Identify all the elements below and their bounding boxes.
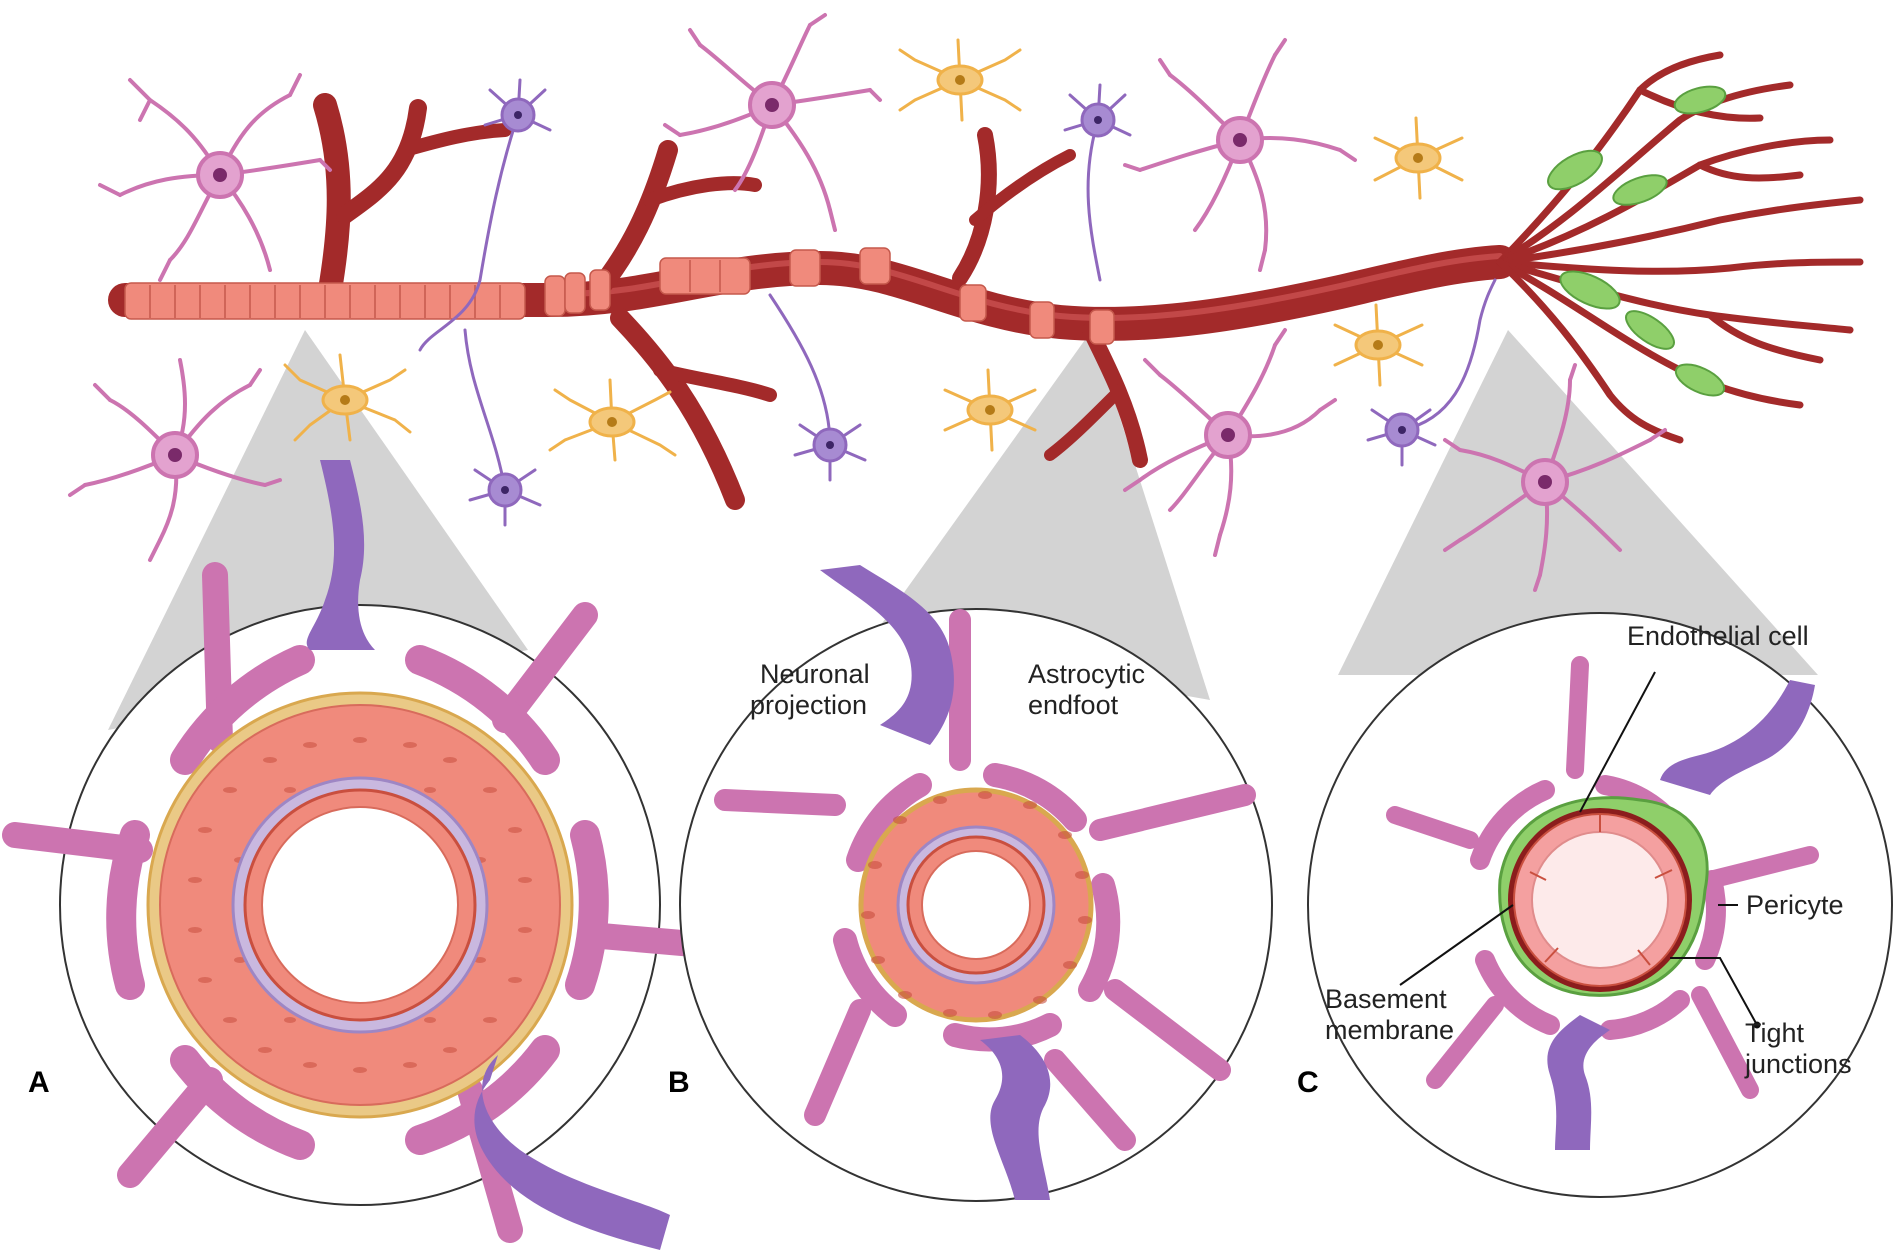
astrocyte-processes-c — [1386, 656, 1819, 1099]
neuronal-projection-c-top — [1660, 680, 1815, 795]
label-astrocytic-endfoot: Astrocytic endfoot — [1028, 659, 1153, 720]
neuronal-projection-b-top — [820, 565, 954, 745]
panel-b: B Neuronal projection Astrocytic endfoot — [668, 565, 1273, 1202]
microglia-cell — [1333, 303, 1424, 387]
vessel-branch — [969, 149, 1076, 226]
label-tight-junctions: Tight junctions — [1744, 1018, 1852, 1079]
vessel-branch — [336, 99, 427, 224]
vessel-branch — [643, 176, 762, 207]
label-endothelial-cell: Endothelial cell — [1627, 621, 1809, 651]
tight-junction-marks — [1529, 814, 1673, 966]
panel-letter-c: C — [1297, 1066, 1319, 1099]
panel-a: A — [2, 460, 718, 1250]
leader-dot — [1753, 1021, 1761, 1029]
microglia-cell — [283, 353, 412, 442]
vessel-branch — [398, 123, 512, 157]
label-pericyte: Pericyte — [1746, 890, 1844, 920]
neuron-cell — [1366, 278, 1497, 467]
astrocyte-processes-b — [714, 609, 1256, 1151]
magnifier-cone-b — [870, 330, 1210, 700]
label-basement-membrane: Basement membrane — [1325, 984, 1454, 1045]
panel-letter-b: B — [668, 1066, 690, 1099]
label-astrocytic-endfoot-line2: endfoot — [1028, 690, 1119, 720]
label-tight-junctions-line2: junctions — [1744, 1049, 1852, 1079]
neuron-cell — [768, 293, 867, 482]
label-astrocytic-endfoot-line1: Astrocytic — [1028, 659, 1145, 689]
vessel-branch — [610, 308, 745, 510]
microglia-cell — [1373, 116, 1464, 200]
panel-letter-a: A — [28, 1066, 50, 1099]
lumen-b — [921, 850, 1031, 960]
microglia-top — [283, 38, 1464, 462]
lumen-c — [1531, 831, 1669, 969]
label-neuronal-projection-line1: Neuronal — [760, 659, 870, 689]
label-neuronal-projection-line2: projection — [750, 690, 867, 720]
microglia-cell — [548, 378, 677, 462]
astrocyte-cell — [68, 358, 282, 562]
panel-c: C Endothelial cell Pericyte Basement mem… — [1297, 612, 1893, 1198]
label-basement-membrane-line2: membrane — [1325, 1015, 1454, 1045]
neuronal-projection-c-bottom — [1547, 1015, 1610, 1150]
label-neuronal-projection: Neuronal projection — [750, 659, 877, 720]
neuronal-projection-a-bottom — [474, 1055, 670, 1250]
astrocyte-cell — [1123, 328, 1337, 557]
astrocytes-top — [68, 13, 1667, 592]
neuronal-projection-a-top — [306, 460, 375, 650]
lumen-a — [261, 806, 459, 1004]
smooth-muscle-cells-b — [861, 791, 1092, 1019]
astrocyte-cell — [663, 13, 882, 232]
astrocyte-cell — [1443, 363, 1667, 592]
astrocyte-cell — [98, 73, 332, 282]
vessel-branch — [1044, 384, 1126, 461]
microglia-cell — [943, 368, 1037, 452]
label-tight-junctions-line1: Tight — [1745, 1018, 1805, 1048]
pericytes-top — [1547, 85, 1727, 397]
astrocytic-endfeet-b — [833, 763, 1121, 1052]
smooth-muscle-striations — [149, 260, 721, 318]
neuronal-projection-b-bottom — [980, 1035, 1051, 1200]
neurons-top — [418, 78, 1497, 527]
microglia-cell — [898, 38, 1022, 122]
label-basement-membrane-line1: Basement — [1325, 984, 1447, 1014]
astrocytic-endfeet-a — [106, 645, 609, 1160]
neuron-cell — [463, 328, 542, 527]
smooth-muscle-cells-a — [188, 737, 532, 1073]
vessel-branch — [590, 140, 678, 298]
magnifier-cone-c — [1338, 330, 1818, 675]
neuron-cell — [1063, 83, 1132, 282]
astrocyte-cell — [1123, 38, 1357, 272]
neuron-cell — [418, 78, 552, 352]
leader-lines-c — [1399, 671, 1758, 1026]
vessel-branch — [313, 93, 351, 302]
vessel-branch — [653, 363, 777, 402]
